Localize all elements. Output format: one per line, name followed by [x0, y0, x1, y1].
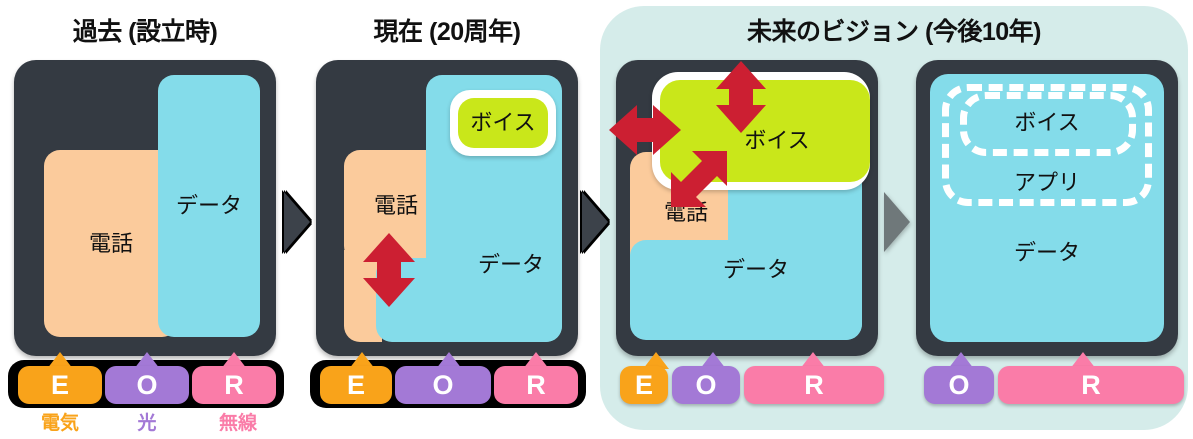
- legend-strip-future-far: O R: [910, 352, 1186, 408]
- box-label-wrap-data-present: データ: [466, 250, 556, 280]
- box-label-voice: ボイス: [744, 128, 810, 153]
- box-label-voice: ボイス: [1014, 110, 1080, 135]
- box-phone-present-stem: [344, 250, 382, 342]
- box-label-wrap-data-future-near: データ: [701, 255, 811, 285]
- pill-tab-e: [47, 352, 73, 369]
- pill-tab-r: [1070, 352, 1096, 369]
- box-label-app: アプリ: [1013, 170, 1080, 195]
- pill-tab-e: [643, 352, 669, 369]
- legend-strip-future-near: E O R: [610, 352, 886, 408]
- device-present: 電話 データ ボイス: [316, 60, 578, 356]
- device-future-far: ボイス アプリ データ: [916, 60, 1178, 356]
- dashed-outline-app-icon: [942, 84, 1152, 206]
- legend-pill-o[interactable]: O: [395, 366, 491, 404]
- panel-title-present: 現在 (20周年): [373, 18, 521, 46]
- panel-title-future: 未来のビジョン (今後10年): [747, 18, 1041, 46]
- box-label-wrap-data-future-far: データ: [930, 238, 1164, 268]
- box-data-present-foot: [376, 258, 562, 342]
- legend-caption-electric: 電気: [40, 413, 79, 434]
- legend-pill-letter: R: [526, 369, 546, 400]
- legend-pill-letter: O: [948, 369, 970, 400]
- legend-pill-letter: O: [695, 369, 717, 400]
- panel-title-past: 過去 (設立時): [72, 18, 218, 46]
- pill-tab-o: [436, 352, 462, 369]
- legend-pill-o[interactable]: O: [105, 366, 189, 404]
- red-arrow-vertical-present-icon: [360, 232, 418, 308]
- box-phone-past: 電話: [44, 150, 178, 337]
- legend-pill-r[interactable]: R: [998, 366, 1184, 404]
- legend-pill-letter: E: [634, 369, 653, 400]
- box-label-phone: 電話: [88, 230, 133, 256]
- box-label-wrap-voice-future-far: ボイス: [930, 108, 1164, 138]
- box-label-data: データ: [722, 257, 789, 282]
- device-past: 電話 データ: [14, 60, 276, 356]
- device-future-near: 電話 データ ボイス: [616, 60, 878, 356]
- legend-pill-o[interactable]: O: [924, 366, 994, 404]
- legend-pill-letter: R: [804, 369, 824, 400]
- pill-tab-r: [523, 352, 549, 369]
- legend-pill-letter: E: [346, 369, 365, 400]
- pill-tab-e: [349, 352, 375, 369]
- legend-pill-letter: R: [1081, 369, 1101, 400]
- box-label-data: データ: [175, 193, 242, 218]
- legend-pill-e[interactable]: E: [320, 366, 392, 404]
- legend-strip-past: E O R: [8, 352, 284, 408]
- legend-pill-letter: E: [50, 369, 69, 400]
- legend-pill-e[interactable]: E: [18, 366, 102, 404]
- box-voice-present: ボイス: [458, 98, 548, 148]
- box-label-voice: ボイス: [470, 110, 536, 135]
- box-data-future-far: [930, 74, 1164, 342]
- legend-pill-e[interactable]: E: [620, 366, 668, 404]
- box-label-data: データ: [1013, 240, 1080, 265]
- box-label-wrap-app-future-far: アプリ: [930, 168, 1164, 198]
- pill-tab-r: [800, 352, 826, 369]
- box-data-past: データ: [158, 75, 260, 337]
- legend-strip-present: E O R: [310, 352, 586, 408]
- red-arrow-horizontal-future-icon: [608, 102, 684, 158]
- box-label-data: データ: [477, 252, 544, 277]
- arrow-connector-1-icon: [284, 192, 310, 252]
- legend-pill-r[interactable]: R: [192, 366, 276, 404]
- pill-tab-o: [948, 352, 974, 369]
- legend-pill-r[interactable]: R: [744, 366, 884, 404]
- legend-pill-r[interactable]: R: [494, 366, 578, 404]
- dashed-outline-voice-icon: [960, 92, 1136, 156]
- red-arrow-vertical-future-icon: [713, 60, 769, 134]
- pill-tab-o: [134, 352, 160, 369]
- pill-tab-o: [700, 352, 726, 369]
- arrow-connector-2-icon: [582, 192, 608, 252]
- arrow-connector-3-icon: [884, 192, 910, 252]
- legend-pill-letter: R: [224, 369, 244, 400]
- red-arrow-diagonal-future-icon: [668, 148, 730, 210]
- legend-pill-letter: O: [432, 369, 454, 400]
- pill-tab-r: [221, 352, 247, 369]
- legend-caption-wireless: 無線: [218, 413, 257, 434]
- box-label-phone: 電話: [373, 193, 418, 218]
- legend-pill-letter: O: [136, 369, 158, 400]
- legend-pill-o[interactable]: O: [672, 366, 740, 404]
- box-data-future-near-foot: [630, 240, 862, 340]
- box-voice-future-near: ボイス: [660, 80, 870, 182]
- legend-caption-optical: 光: [137, 413, 157, 434]
